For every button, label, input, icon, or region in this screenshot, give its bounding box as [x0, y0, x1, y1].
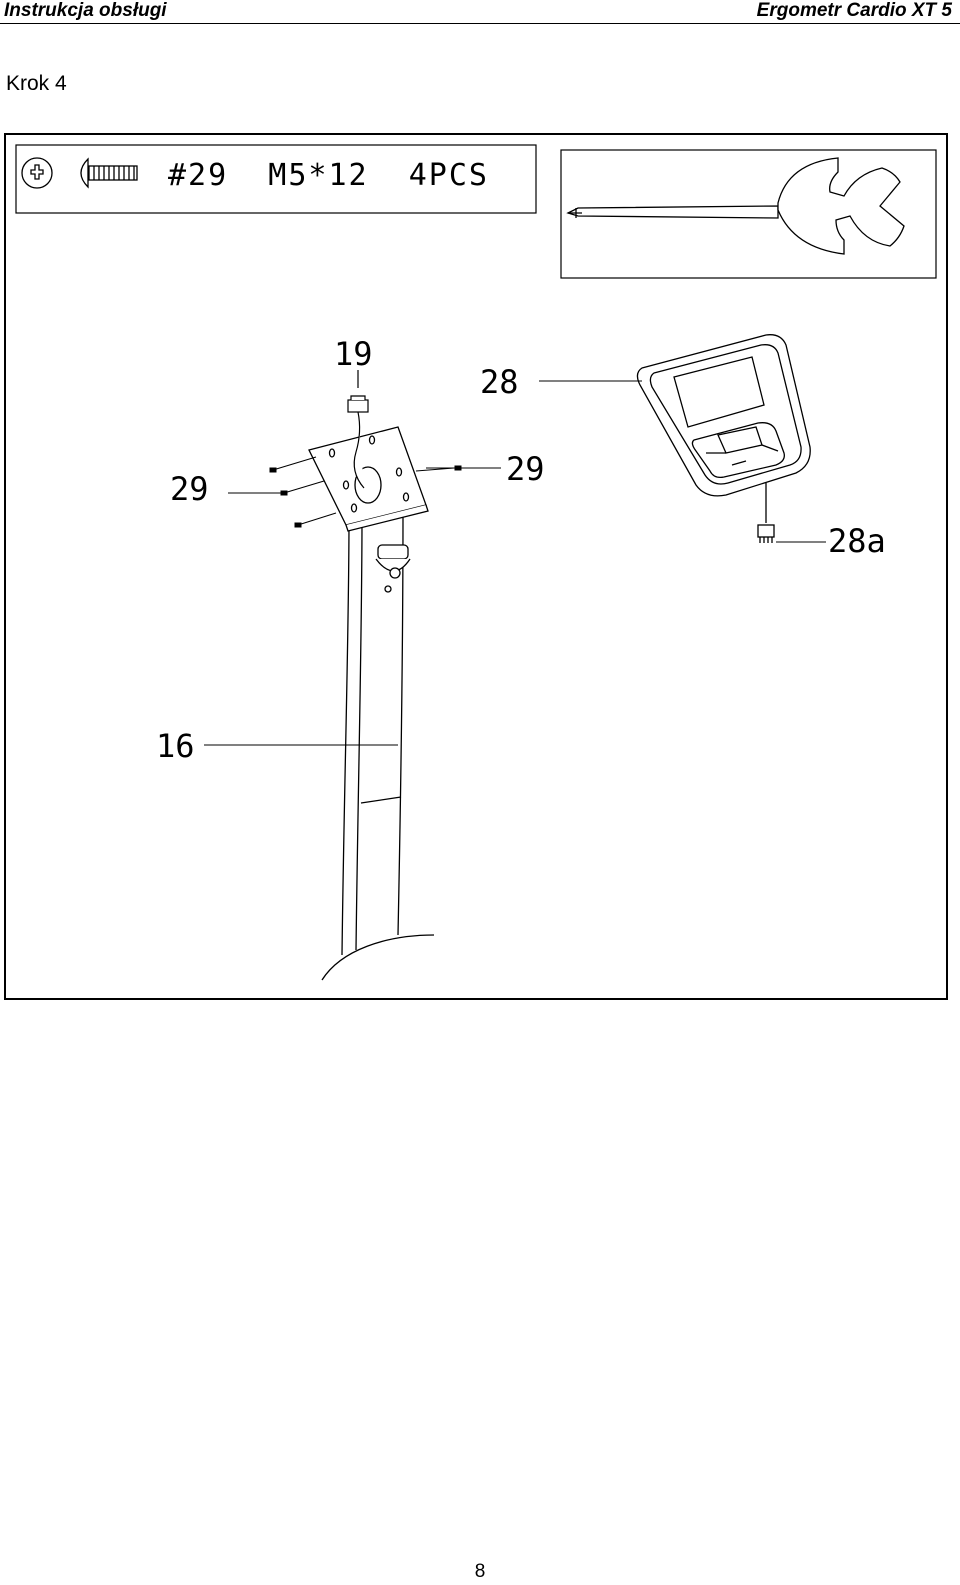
screwdriver-wrench-icon	[566, 157, 905, 255]
mounting-plate	[308, 426, 429, 532]
callout-19: 19	[334, 335, 373, 373]
callout-29-right: 29	[506, 450, 545, 488]
leader-lines	[204, 380, 826, 746]
hardware-screw-label: #29 M5*12 4PCS	[168, 158, 489, 193]
handlebar-post	[321, 509, 435, 981]
hardware-box	[15, 144, 537, 214]
callout-16: 16	[156, 727, 195, 765]
computer-console	[636, 334, 811, 543]
cable-connector-19	[347, 370, 369, 489]
header-rule	[0, 23, 960, 24]
header-product-title: Ergometr Cardio XT 5	[756, 0, 952, 21]
step-title: Krok 4	[6, 72, 67, 95]
assembly-drawing: #29 M5*12 4PCS	[15, 144, 937, 981]
assembly-figure: #29 M5*12 4PCS	[4, 133, 948, 1000]
callout-28a: 28a	[828, 522, 886, 560]
phillips-head-icon	[21, 157, 53, 189]
callout-28: 28	[480, 363, 519, 401]
screw-icon	[80, 157, 138, 189]
header-manual-title: Instrukcja obsługi	[4, 0, 167, 21]
post-clamp	[375, 544, 411, 593]
page-number: 8	[474, 1561, 486, 1582]
callout-29-left: 29	[170, 470, 209, 508]
